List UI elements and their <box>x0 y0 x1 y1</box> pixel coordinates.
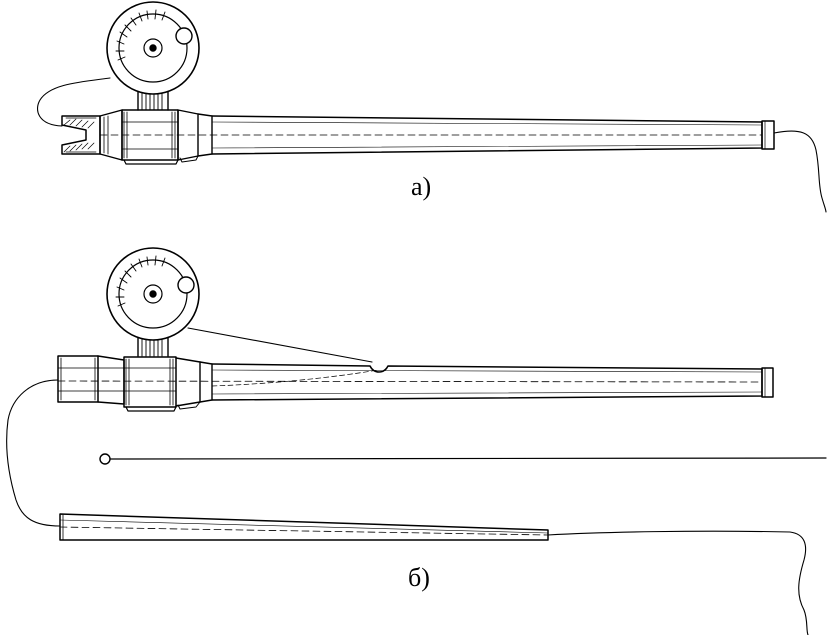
sheath-b <box>59 513 549 541</box>
label-a: а) <box>411 172 432 201</box>
shaft-a <box>99 115 775 155</box>
wire-a-left <box>36 77 111 127</box>
handle-b <box>57 355 213 412</box>
guide-wire-b <box>99 453 827 465</box>
handle-a <box>99 109 213 165</box>
label-b: б) <box>408 563 430 592</box>
wire-b-left <box>6 379 61 527</box>
variant-b <box>6 247 827 635</box>
wire-b-right <box>547 530 809 635</box>
shaft-b <box>57 363 774 401</box>
fork-tip-a <box>61 115 101 155</box>
reel-a <box>106 1 200 111</box>
wire-b-top <box>187 327 373 363</box>
variant-a <box>36 1 827 213</box>
reel-b <box>106 247 200 357</box>
wire-a-right <box>773 130 827 213</box>
